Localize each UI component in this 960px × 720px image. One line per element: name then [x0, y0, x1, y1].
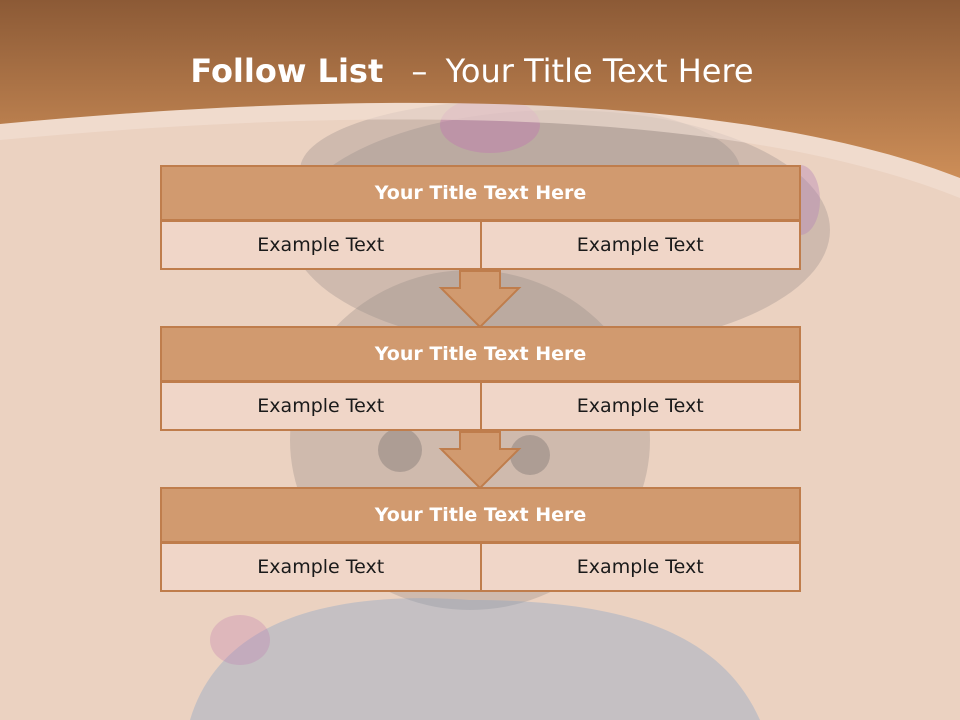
- block-body: Example Text Example Text: [160, 542, 801, 592]
- block-right-cell: Example Text: [479, 220, 801, 270]
- page-title: Follow List – Your Title Text Here: [0, 52, 944, 90]
- block-body: Example Text Example Text: [160, 381, 801, 431]
- list-block: Your Title Text Here Example Text Exampl…: [160, 326, 801, 431]
- block-right-cell: Example Text: [479, 381, 801, 431]
- list-block: Your Title Text Here Example Text Exampl…: [160, 165, 801, 270]
- block-right-cell: Example Text: [479, 542, 801, 592]
- block-left-cell: Example Text: [160, 220, 482, 270]
- header-band: [0, 0, 960, 198]
- title-separator: –: [411, 52, 428, 90]
- block-body: Example Text Example Text: [160, 220, 801, 270]
- block-heading: Your Title Text Here: [160, 326, 801, 382]
- block-left-cell: Example Text: [160, 381, 482, 431]
- title-rest: Your Title Text Here: [445, 52, 754, 90]
- block-heading: Your Title Text Here: [160, 487, 801, 543]
- title-bold: Follow List: [190, 52, 384, 90]
- list-block: Your Title Text Here Example Text Exampl…: [160, 487, 801, 592]
- block-left-cell: Example Text: [160, 542, 482, 592]
- down-arrow-icon: [438, 270, 522, 329]
- block-heading: Your Title Text Here: [160, 165, 801, 221]
- down-arrow-icon: [438, 431, 522, 490]
